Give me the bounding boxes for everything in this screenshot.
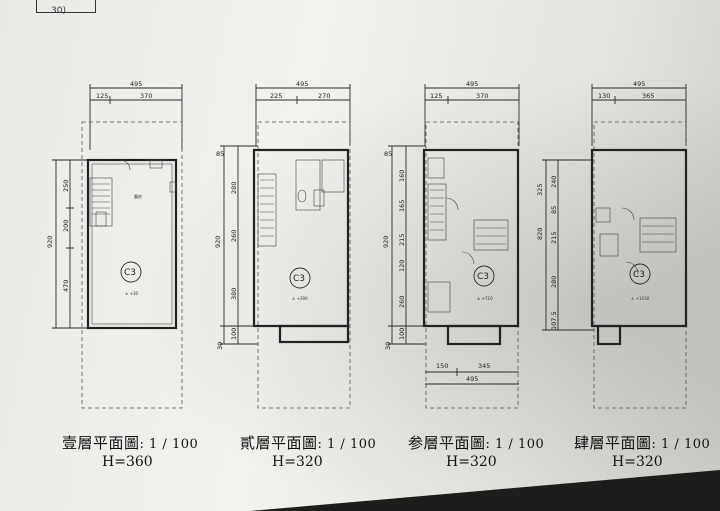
plan-4-top-total: 495 (633, 80, 645, 88)
plan-2-left-total: 920 (214, 236, 222, 248)
plan-4-left-part-6: 107.5 (550, 311, 558, 330)
plan-3-top-part-1: 125 (430, 92, 442, 100)
plan-4-top-part-1: 130 (598, 92, 610, 100)
plan-3-c3-circle (473, 265, 495, 287)
plan-3-left-part-2: 160 (398, 170, 406, 182)
plan-2-c3-circle (289, 267, 311, 289)
plan-3-bottom-part-1: 150 (436, 362, 448, 370)
plan-3-c3-label: C3 (477, 272, 489, 282)
plan-1-c3-circle (120, 261, 142, 283)
plan-3-left-part-5: 120 (398, 260, 406, 272)
plan-1-left-total: 920 (46, 236, 54, 248)
plan-4-left-part-2: 240 (550, 176, 558, 188)
plan-3-height: H=320 (446, 454, 497, 470)
plan-1-height: H=360 (102, 454, 153, 470)
plan-3-top-part-2: 370 (476, 92, 488, 100)
plan-1-room-label: 廳房 (134, 193, 142, 199)
plan-4: 495 130 365 820 325 240 85 215 280 107.5… (536, 80, 688, 409)
plan-2-left-part-2: 280 (230, 182, 238, 194)
plan-4-level: ± +1030 (631, 296, 650, 301)
plan-3: 495 125 370 920 85 160 165 215 120 260 3… (382, 80, 520, 409)
plan-4-top-part-2: 365 (642, 92, 654, 100)
plan-2: 495 225 270 920 85 280 260 380 30 100 C3… (214, 80, 351, 409)
plan-1-top-total: 495 (130, 80, 142, 88)
plan-2-left-part-3: 260 (230, 230, 238, 242)
plan-3-top-total: 495 (466, 80, 478, 88)
plan-3-left-part-1: 85 (384, 150, 392, 158)
plan-4-c3-label: C3 (633, 270, 645, 280)
plan-3-left-part-4: 215 (398, 234, 406, 246)
plan-1: 495 125 370 920 250 200 470 廳房 C3 ± +30 (46, 80, 183, 409)
corner-page-mark: 30) (36, 0, 96, 16)
plan-2-left-part-1: 85 (216, 150, 224, 158)
plan-2-height: H=320 (272, 454, 323, 470)
plan-3-left-part-8: 100 (398, 328, 406, 340)
plan-1-left-part-1: 250 (62, 180, 70, 192)
plan-1-left-part-3: 470 (62, 280, 70, 292)
plan-1-top-part-1: 125 (96, 92, 108, 100)
plan-1-left-part-2: 200 (62, 220, 70, 232)
plan-2-top-part-2: 270 (318, 92, 330, 100)
plan-3-left-part-7: 30 (384, 342, 392, 350)
plan-4-left-part-4: 215 (550, 232, 558, 244)
plan-2-left-part-4: 380 (230, 288, 238, 300)
plan-1-top-part-2: 370 (140, 92, 152, 100)
plan-4-left-total: 820 (536, 228, 544, 240)
plan-2-c3-label: C3 (293, 274, 305, 284)
plan-1-title: 壹層平面圖: 1 / 100 (62, 434, 199, 452)
plan-2-top-part-1: 225 (270, 92, 282, 100)
plan-3-left-total: 920 (382, 236, 390, 248)
plan-3-bottom-total: 495 (466, 375, 478, 383)
plan-4-title: 肆層平面圖: 1 / 100 (574, 434, 711, 452)
plan-2-left-part-6: 100 (230, 328, 238, 340)
plan-3-left-part-6: 260 (398, 296, 406, 308)
plan-3-title: 参層平面圖: 1 / 100 (408, 434, 545, 452)
plan-4-c3-circle (629, 263, 651, 285)
plan-4-left-part-1: 325 (536, 184, 544, 196)
plan-2-level: ± +390 (292, 296, 308, 301)
plan-1-level: ± +30 (125, 291, 139, 296)
plan-1-c3-label: C3 (124, 268, 136, 278)
plan-2-top-total: 495 (296, 80, 308, 88)
plan-4-left-part-3: 85 (550, 206, 558, 214)
plan-2-title: 貳層平面圖: 1 / 100 (240, 434, 377, 452)
plan-3-bottom-part-2: 345 (478, 362, 490, 370)
plan-4-height: H=320 (612, 454, 663, 470)
plan-4-left-part-5: 280 (550, 276, 558, 288)
plan-3-level: ± +710 (477, 296, 493, 301)
plan-2-left-part-5: 30 (216, 342, 224, 350)
plan-3-left-part-3: 165 (398, 200, 406, 212)
